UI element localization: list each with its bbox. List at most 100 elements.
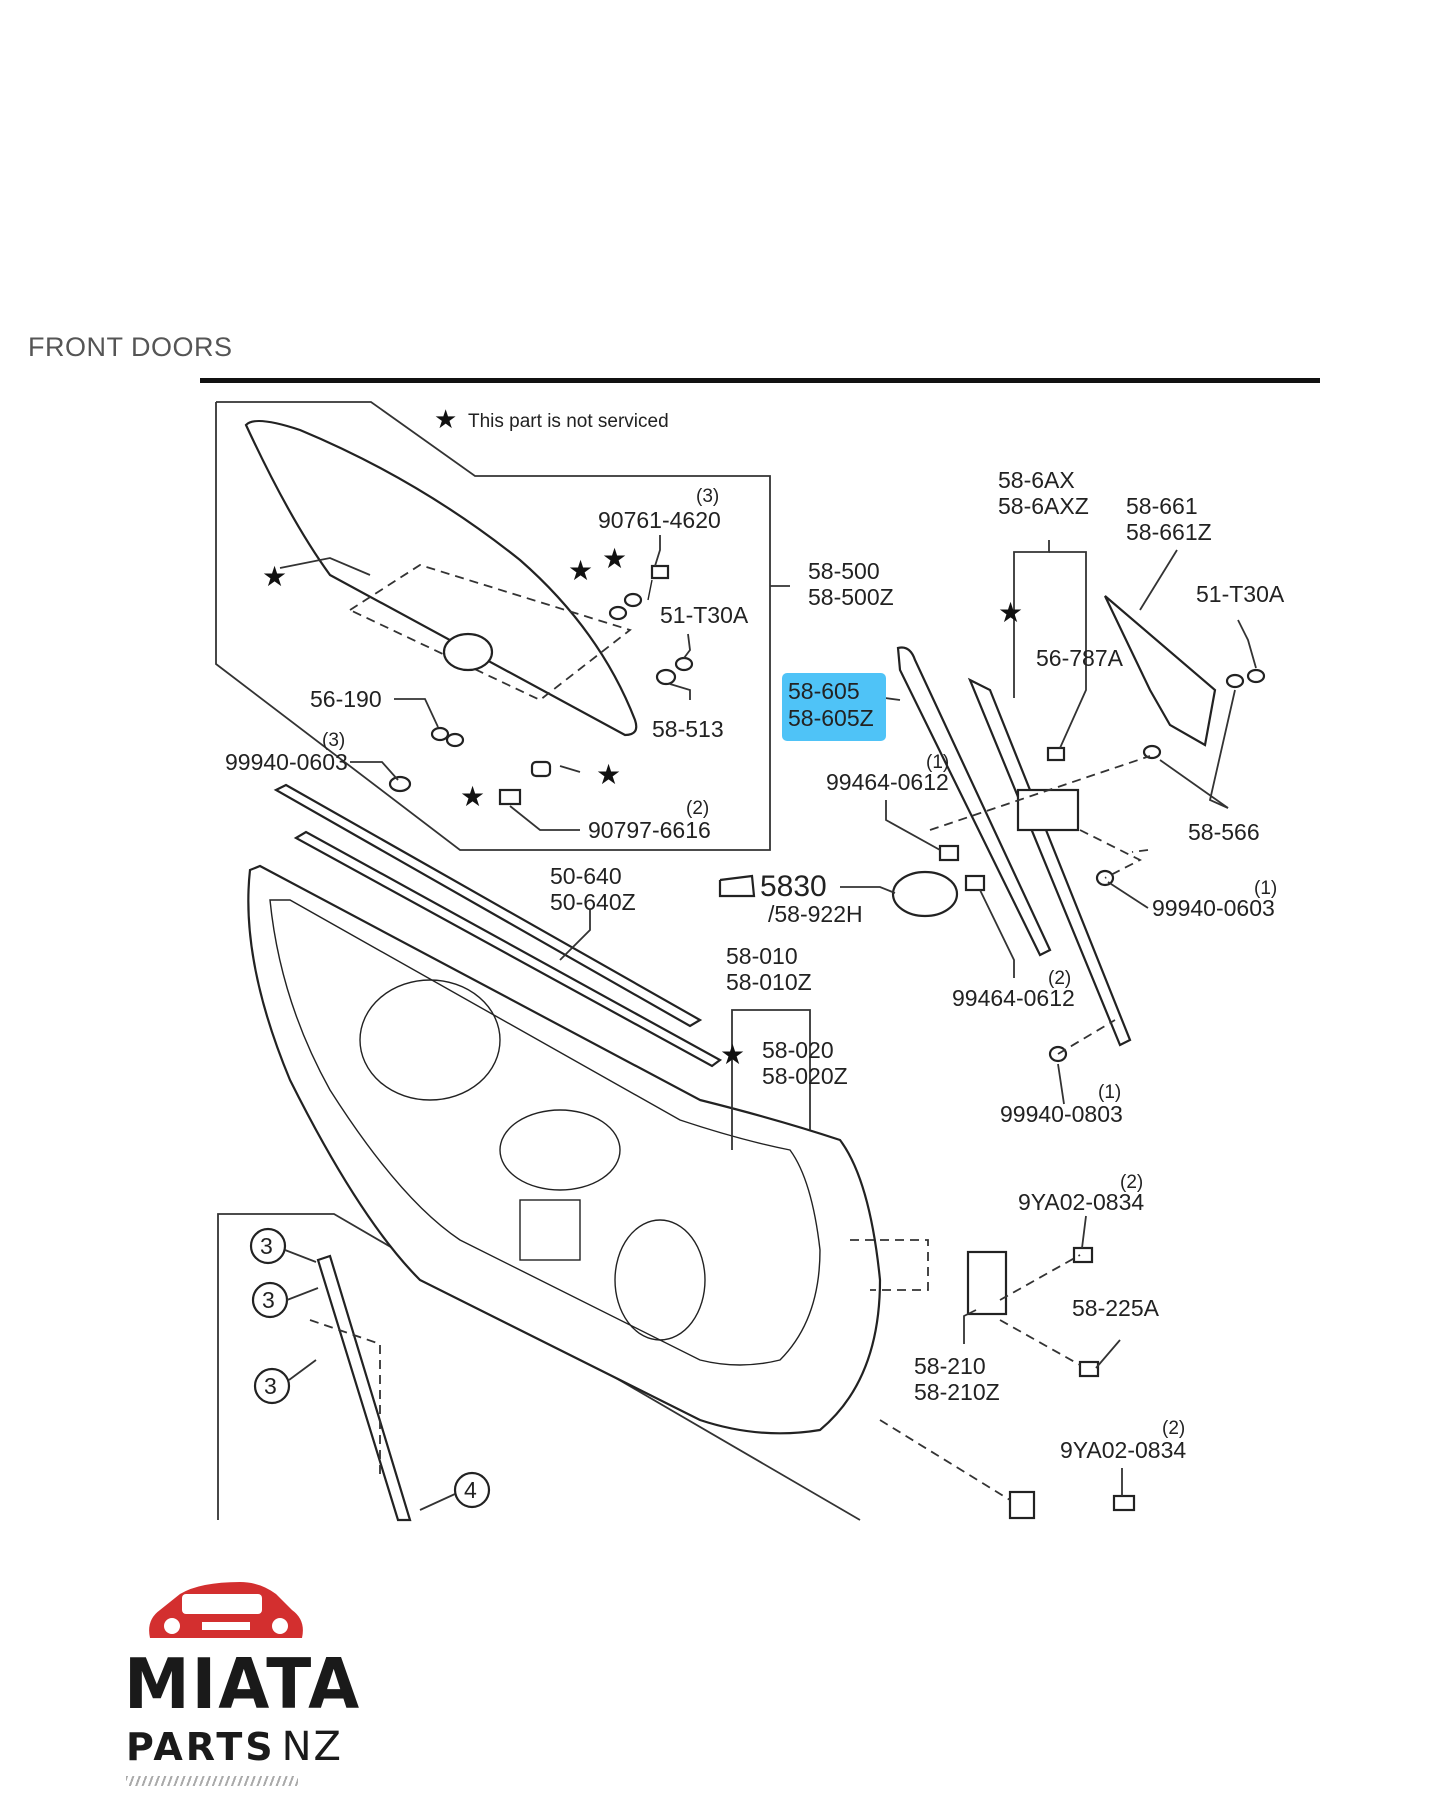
- part-label-p5830: 5830: [760, 870, 827, 903]
- door-glass: [244, 419, 638, 737]
- assembly-line: [850, 1239, 929, 1291]
- star-glass: ★: [262, 561, 287, 592]
- nut-51t30a-left: [674, 656, 694, 672]
- part-label-p99940-0603-left: 99940-0603: [225, 749, 348, 775]
- leader-line: [279, 557, 371, 576]
- callout-3c: 3: [253, 1367, 291, 1405]
- part-label-p51t30a-left: 51-T30A: [660, 602, 749, 628]
- part-label-c4: 4: [464, 1477, 477, 1503]
- assembly-line: [1057, 1019, 1116, 1055]
- part-label-c3a: 3: [260, 1233, 273, 1259]
- hole-plug-5830: [891, 870, 959, 918]
- bushing-58513: [655, 668, 677, 686]
- assembly-line: [879, 1419, 1011, 1501]
- assembly-line: [1131, 849, 1149, 853]
- assembly-line: [999, 1319, 1081, 1366]
- leader-line: [669, 683, 691, 700]
- leader-line: [1208, 689, 1236, 809]
- part-label-p9ya02-bottom: 9YA02-0834: [1060, 1437, 1186, 1463]
- title-divider: [200, 378, 1320, 383]
- part-label-p586ax: 58-6AX: [998, 467, 1075, 493]
- note-star: ★: [434, 404, 457, 434]
- star-spacer: ★: [460, 781, 485, 812]
- leader-line: [683, 633, 691, 659]
- logo-nz: NZ: [281, 1724, 343, 1770]
- part-label-p99464-bottom: 99464-0612: [952, 985, 1075, 1011]
- garnish-58661: [1104, 595, 1217, 747]
- part-label-p58605z: 58-605Z: [788, 705, 874, 731]
- logo-stripes: [126, 1776, 298, 1786]
- glass-clip: [442, 632, 494, 672]
- bolt-99464-bottom: [964, 874, 986, 892]
- leader-line: [1237, 619, 1257, 669]
- leader-line: [1057, 1063, 1065, 1105]
- part-label-p58010: 58-010: [726, 943, 798, 969]
- part-label-p99940-0603-right-qty: (1): [1254, 878, 1277, 899]
- part-label-p56190: 56-190: [310, 686, 382, 712]
- bracket-56787a: [1046, 746, 1066, 762]
- part-label-p90761: 90761-4620: [598, 507, 721, 533]
- part-label-p58500z: 58-500Z: [808, 584, 894, 610]
- part-label-p58020: 58-020: [762, 1037, 834, 1063]
- part-label-p58661: 58-661: [1126, 493, 1198, 519]
- spacer-56190: [430, 726, 450, 742]
- part-label-p56787a: 56-787A: [1036, 645, 1124, 671]
- bolt-90797: [498, 788, 522, 806]
- nut-99940-0603-left: [388, 775, 412, 793]
- leader-line: [1013, 540, 1050, 698]
- leader-line: [1049, 551, 1087, 749]
- part-label-p9ya02-top-qty: (2): [1120, 1172, 1143, 1193]
- star-stopper: ★: [596, 759, 621, 790]
- star-58020: ★: [720, 1039, 745, 1070]
- star-washer-b: ★: [602, 543, 627, 574]
- door-weatherstrip: [316, 1254, 412, 1522]
- inner-weatherstrip: [293, 830, 723, 1068]
- part-label-p58922h: /58-922H: [768, 901, 863, 927]
- leader-line: [559, 765, 581, 773]
- leader-line: [1159, 759, 1229, 809]
- leader-line: [1095, 1339, 1121, 1369]
- part-label-p58225a: 58-225A: [1072, 1295, 1160, 1321]
- bolt-99464-top: [938, 844, 960, 862]
- washer-58566a: [1225, 673, 1245, 689]
- leader-line: [286, 1287, 319, 1301]
- not-serviced-note: This part is not serviced: [468, 411, 669, 432]
- part-label-p58605: 58-605: [788, 678, 860, 704]
- lower-hinge: [1008, 1490, 1036, 1520]
- part-label-p58210z: 58-210Z: [914, 1379, 1000, 1405]
- channel-58605: [896, 646, 1052, 957]
- part-label-p90761-qty: (3): [696, 486, 719, 507]
- leader-line: [731, 1009, 811, 1130]
- callout-3b: 3: [251, 1281, 289, 1319]
- leader-line: [1107, 881, 1149, 909]
- door-lock-actuator: [519, 1199, 581, 1261]
- channel-586ax: [967, 677, 1132, 1047]
- assembly-line: [929, 755, 1151, 831]
- part-label-c3b: 3: [262, 1287, 275, 1313]
- part-label-p99464-top: 99464-0612: [826, 769, 949, 795]
- part-label-p99940-0803-qty: (1): [1098, 1082, 1121, 1103]
- part-label-p58661z: 58-661Z: [1126, 519, 1212, 545]
- regulator-bracket: [1016, 788, 1080, 832]
- page-title: FRONT DOORS: [28, 332, 233, 362]
- part-label-p58210: 58-210: [914, 1353, 986, 1379]
- leader-line: [284, 1249, 317, 1263]
- washer-b: [608, 605, 628, 621]
- leader-line: [509, 805, 580, 831]
- glass-group-frame: [215, 401, 771, 851]
- part-label-p9ya02-bottom-qty: (2): [1162, 1418, 1185, 1439]
- speaker-hole: [614, 1219, 706, 1341]
- assembly-line: [1079, 829, 1142, 879]
- part-label-p50640z: 50-640Z: [550, 889, 636, 915]
- leader-line: [885, 800, 941, 851]
- door-inner-panel: [269, 899, 821, 1366]
- part-label-p99940-0803: 99940-0803: [1000, 1101, 1123, 1127]
- spacer-56190b: [445, 732, 465, 748]
- leader-line: [979, 889, 1015, 978]
- part-label-p99464-top-qty: (1): [926, 752, 949, 773]
- hinge-58210: [966, 1250, 1008, 1316]
- star-586ax: ★: [998, 597, 1023, 628]
- miata-parts-nz-logo: [149, 1582, 303, 1638]
